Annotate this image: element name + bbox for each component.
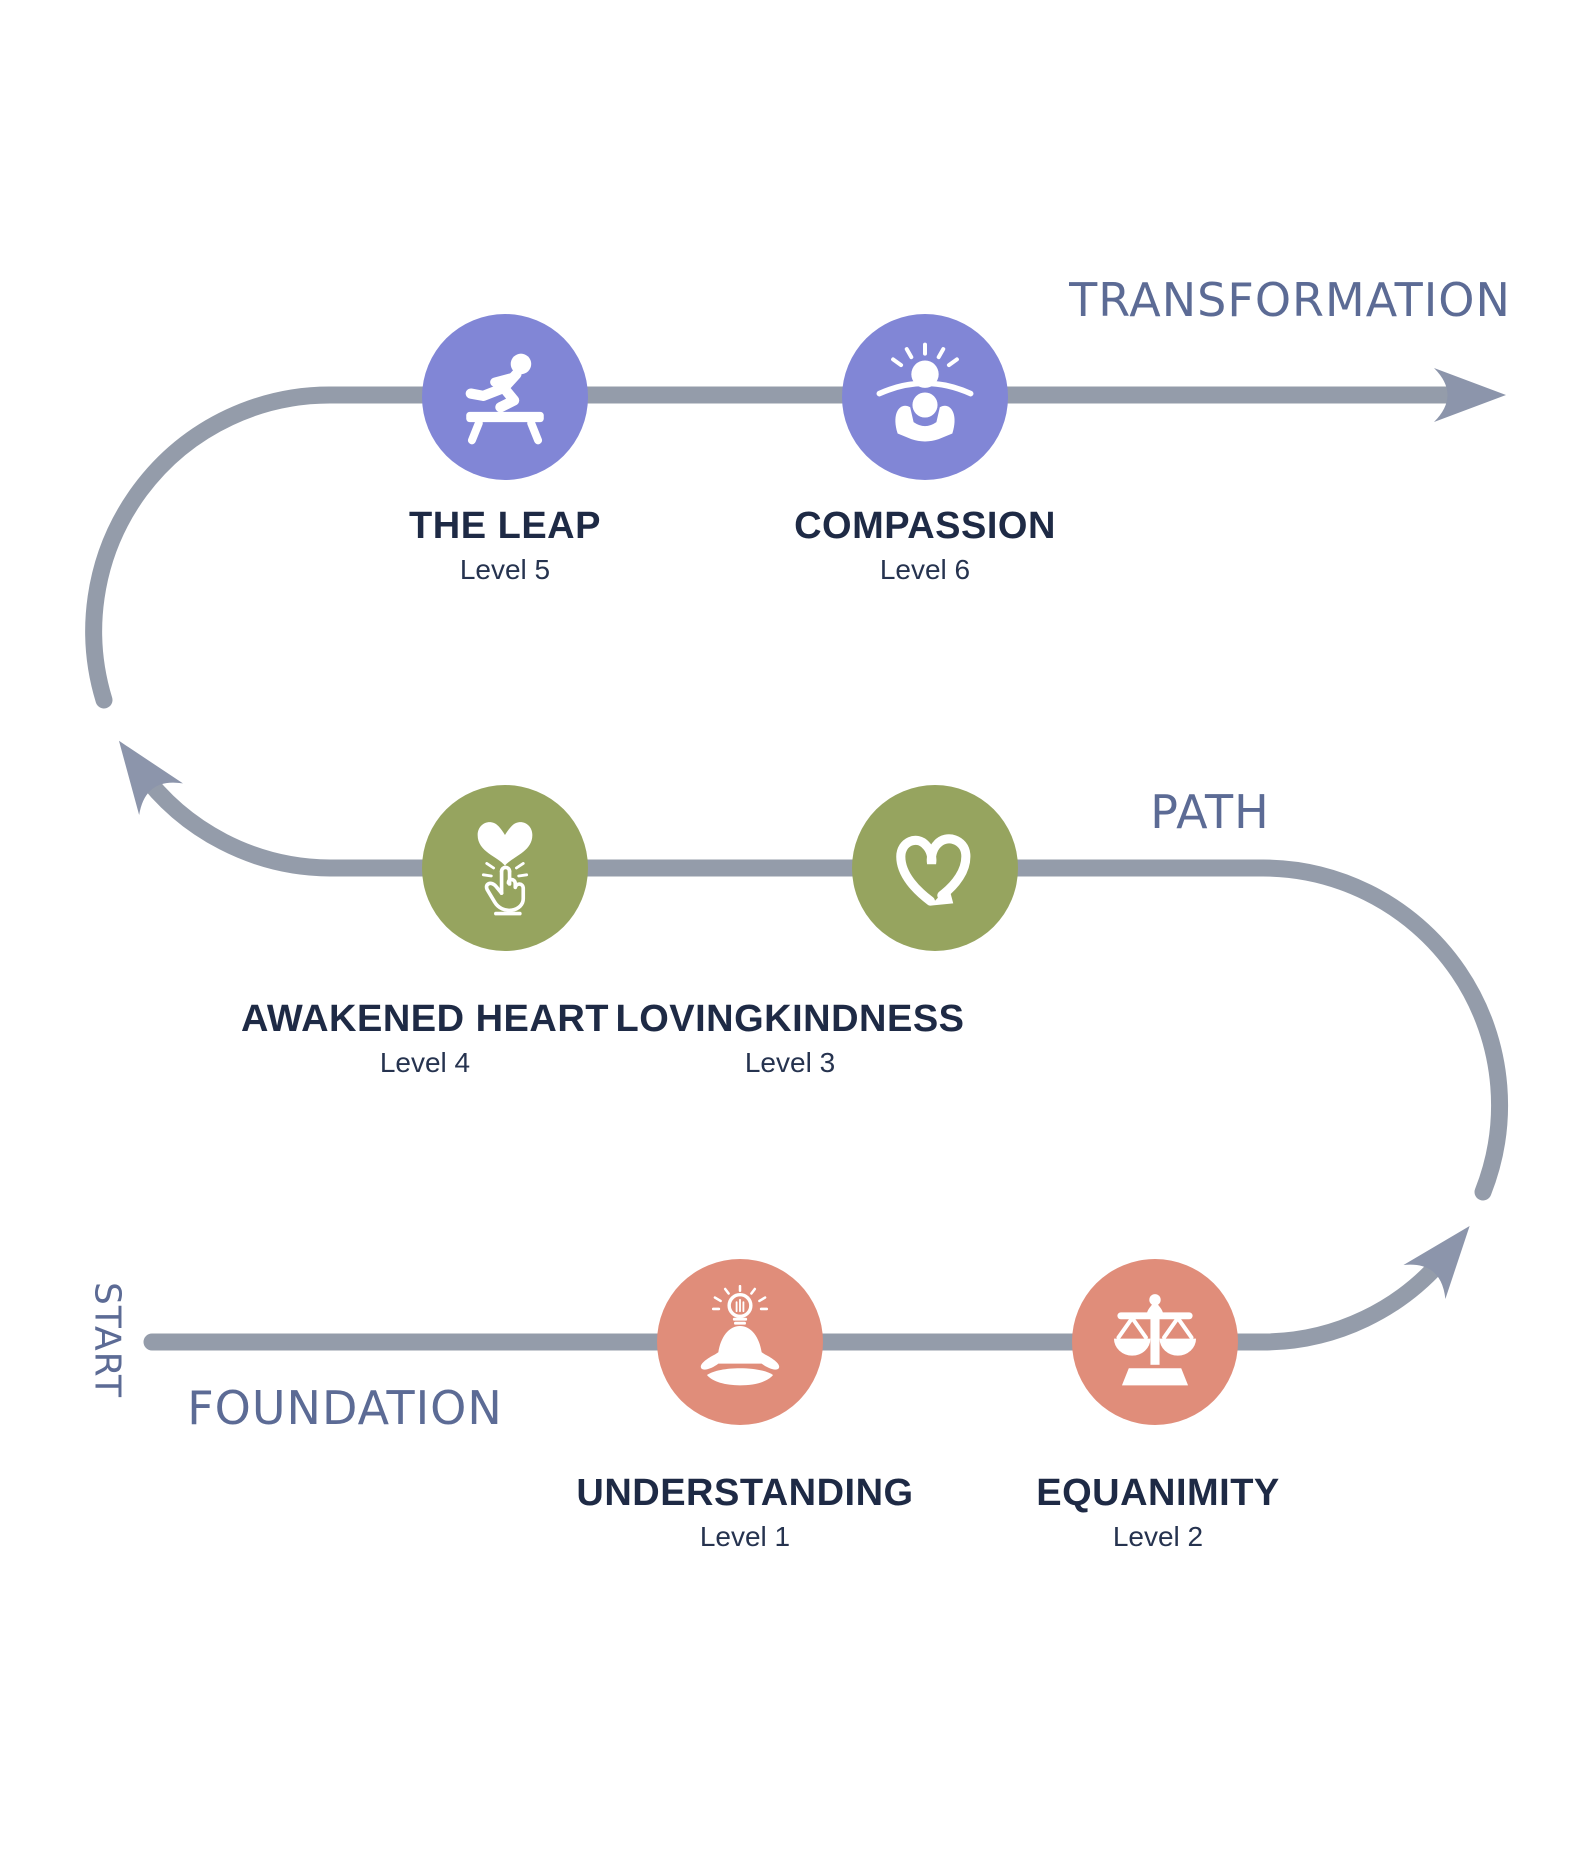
level-2-label: EQUANIMITY Level 2 — [1036, 1472, 1280, 1553]
section-label-path: PATH — [1150, 785, 1270, 839]
level-4-sublabel: Level 4 — [379, 1046, 471, 1078]
level-5-circle — [422, 314, 588, 480]
path-segment-foundation — [143, 1226, 1470, 1351]
balance-scale-icon — [1113, 1294, 1197, 1386]
level-6-sublabel: Level 6 — [879, 553, 971, 585]
meditating-person-lightbulb-icon — [700, 1285, 780, 1386]
level-4-label: AWAKENED HEART Level 4 — [241, 998, 609, 1079]
level-2-sublabel: Level 2 — [1112, 1520, 1204, 1552]
section-label-start: START — [86, 1281, 128, 1399]
heart-arrow-loop-icon — [896, 834, 971, 906]
level-1-sublabel: Level 1 — [699, 1520, 791, 1552]
level-6-title: COMPASSION — [794, 505, 1056, 547]
level-4-circle — [422, 785, 588, 951]
person-arms-raised-sunrise-icon — [876, 342, 974, 442]
level-2-circle — [1072, 1259, 1238, 1425]
level-6-circle — [842, 314, 1008, 480]
level-4-title: AWAKENED HEART — [240, 998, 610, 1040]
section-label-foundation: FOUNDATION — [187, 1381, 503, 1435]
level-3-sublabel: Level 3 — [744, 1046, 836, 1078]
level-6-label: COMPASSION Level 6 — [794, 505, 1056, 586]
level-1-title: UNDERSTANDING — [576, 1472, 914, 1514]
level-5-sublabel: Level 5 — [459, 553, 551, 585]
level-2-title: EQUANIMITY — [1036, 1472, 1280, 1514]
level-3-label: LOVINGKINDNESS Level 3 — [615, 998, 964, 1079]
section-label-transformation: TRANSFORMATION — [1069, 273, 1511, 327]
level-3-title: LOVINGKINDNESS — [615, 998, 965, 1040]
level-3-circle — [852, 785, 1018, 951]
hurdler-leap-icon — [465, 353, 544, 445]
path-segment-transformation — [85, 368, 1506, 709]
path-segment-path — [118, 740, 1509, 1201]
level-1-circle — [657, 1259, 823, 1425]
level-5-label: THE LEAP Level 5 — [409, 505, 601, 586]
level-1-label: UNDERSTANDING Level 1 — [576, 1472, 913, 1553]
finger-touching-heart-icon — [477, 822, 533, 916]
level-5-title: THE LEAP — [409, 505, 601, 547]
